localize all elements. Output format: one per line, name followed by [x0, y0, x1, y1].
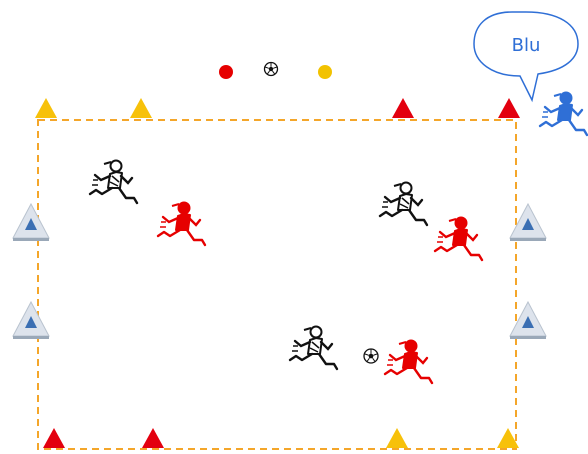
- player-blue-7: [540, 93, 587, 136]
- cone-top-3: [392, 98, 414, 118]
- red-team-dot: [219, 65, 233, 79]
- field-boundary: [38, 120, 516, 449]
- callout-text: Blu: [512, 35, 541, 56]
- player-red-4: [435, 218, 482, 261]
- ball-symbol: [265, 63, 278, 76]
- legend-markers: [219, 63, 332, 80]
- cone-top-1: [35, 98, 57, 118]
- ball-icon: [364, 349, 378, 363]
- player-black-1: [90, 161, 137, 204]
- speech-bubble: Blu: [474, 12, 578, 100]
- player-red-6: [364, 341, 432, 384]
- cones-layer: [35, 98, 520, 448]
- side-marker-left-1: [13, 204, 49, 241]
- player-black-5: [290, 327, 337, 370]
- yellow-team-dot: [318, 65, 332, 79]
- cone-bottom-1: [43, 428, 65, 448]
- player-black-3: [380, 183, 427, 226]
- cone-bottom-3: [386, 428, 408, 448]
- cone-bottom-2: [142, 428, 164, 448]
- cone-top-2: [130, 98, 152, 118]
- cone-top-4: [498, 98, 520, 118]
- side-marker-left-2: [13, 302, 49, 339]
- player-red-2: [158, 203, 205, 246]
